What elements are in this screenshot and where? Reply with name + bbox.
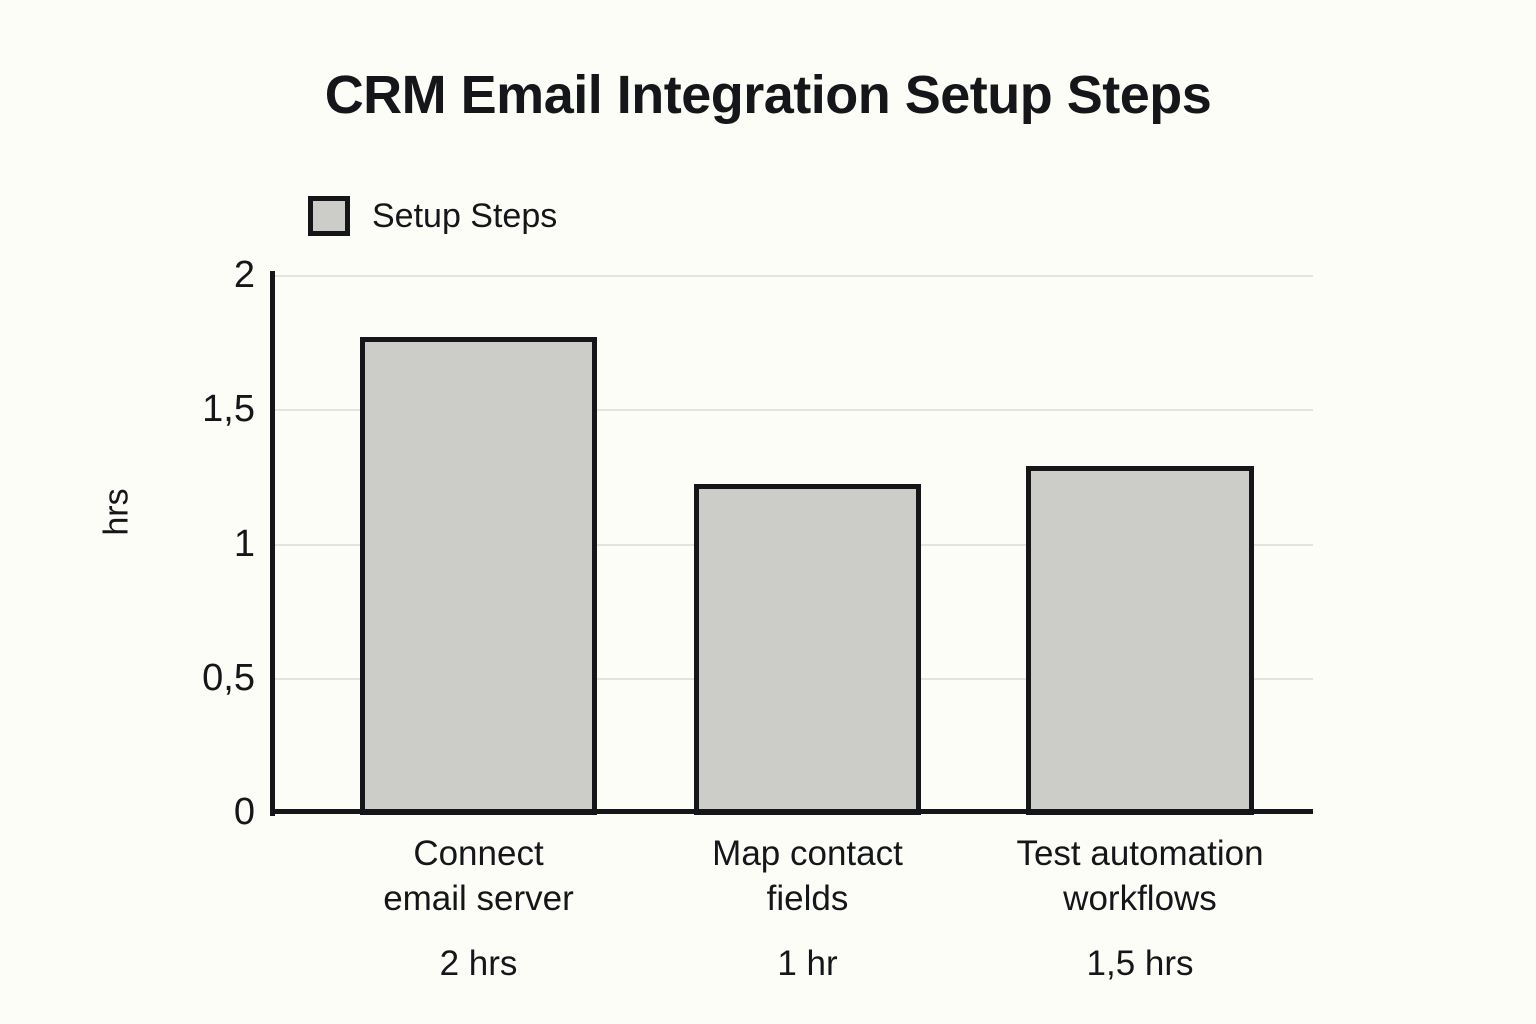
legend-label-setup-steps: Setup Steps [372,197,558,235]
y-axis-tick-label: 0 [233,791,255,833]
category-label-line: email server [383,878,574,918]
bar[interactable] [694,484,921,815]
y-axis-spine [270,271,275,816]
plot-area [270,275,1313,815]
category-duration-label: 1,5 hrs [1086,943,1194,983]
x-axis-category-label: Connect email server 2 hrs [279,832,679,986]
page-title: CRM Email Integration Setup Steps [324,65,1212,125]
bar[interactable] [360,336,597,815]
category-label-line: Map contact [712,834,903,873]
category-label-line: Test automation [1016,834,1264,873]
category-duration-label: 2 hrs [439,943,518,983]
y-axis-tick-label: 2 [233,254,255,296]
gridline [270,275,1313,277]
x-axis-category-label: Test automation workflows 1,5 hrs [940,832,1340,986]
y-axis-tick-label: 0,5 [202,656,255,699]
category-label-line: workflows [1063,878,1217,918]
y-axis-title: hrs [97,488,136,536]
category-duration-label: 1 hr [777,943,838,983]
chart-legend: Setup Steps [308,196,557,236]
y-axis-tick-label: 1 [233,522,255,565]
bar[interactable] [1026,465,1254,815]
category-label-line: Connect [413,834,544,873]
category-label-line: fields [766,878,849,918]
y-axis-tick-label: 1,5 [202,388,255,431]
gridline [270,409,1313,412]
legend-swatch-setup-steps[interactable] [308,196,350,236]
x-axis-spine [270,809,1313,814]
x-axis-category-label: Map contact fields 1 hr [608,832,1008,986]
